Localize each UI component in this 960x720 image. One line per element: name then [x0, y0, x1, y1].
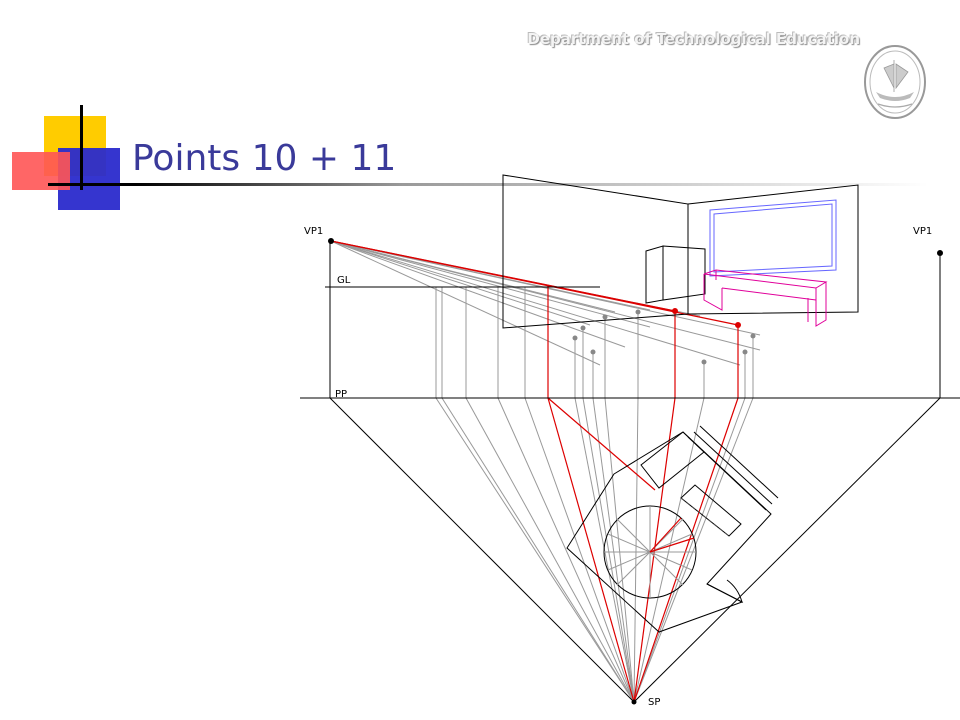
picture-plane-label: PP [335, 389, 347, 400]
vp-right-label: VP1 [913, 226, 932, 237]
diagram-points [328, 238, 943, 705]
room-perspective [502, 174, 859, 329]
station-point-label: SP [648, 697, 660, 708]
decorative-vertical-line [80, 105, 83, 190]
department-name: Department of Technological Education [527, 30, 860, 48]
frame-lines [300, 241, 960, 703]
construction-points [572, 308, 756, 365]
plan-construction-lines [330, 240, 761, 703]
vp-left-label: VP1 [304, 226, 323, 237]
bench-outline [703, 269, 828, 327]
ship-emblem-logo [864, 45, 926, 119]
slide-title: Points 10 + 11 [132, 138, 397, 179]
plan-view [566, 425, 779, 633]
title-underline [48, 183, 928, 186]
plan-circle [603, 505, 697, 599]
ground-line-label: GL [337, 275, 351, 286]
window-outline [709, 199, 837, 277]
